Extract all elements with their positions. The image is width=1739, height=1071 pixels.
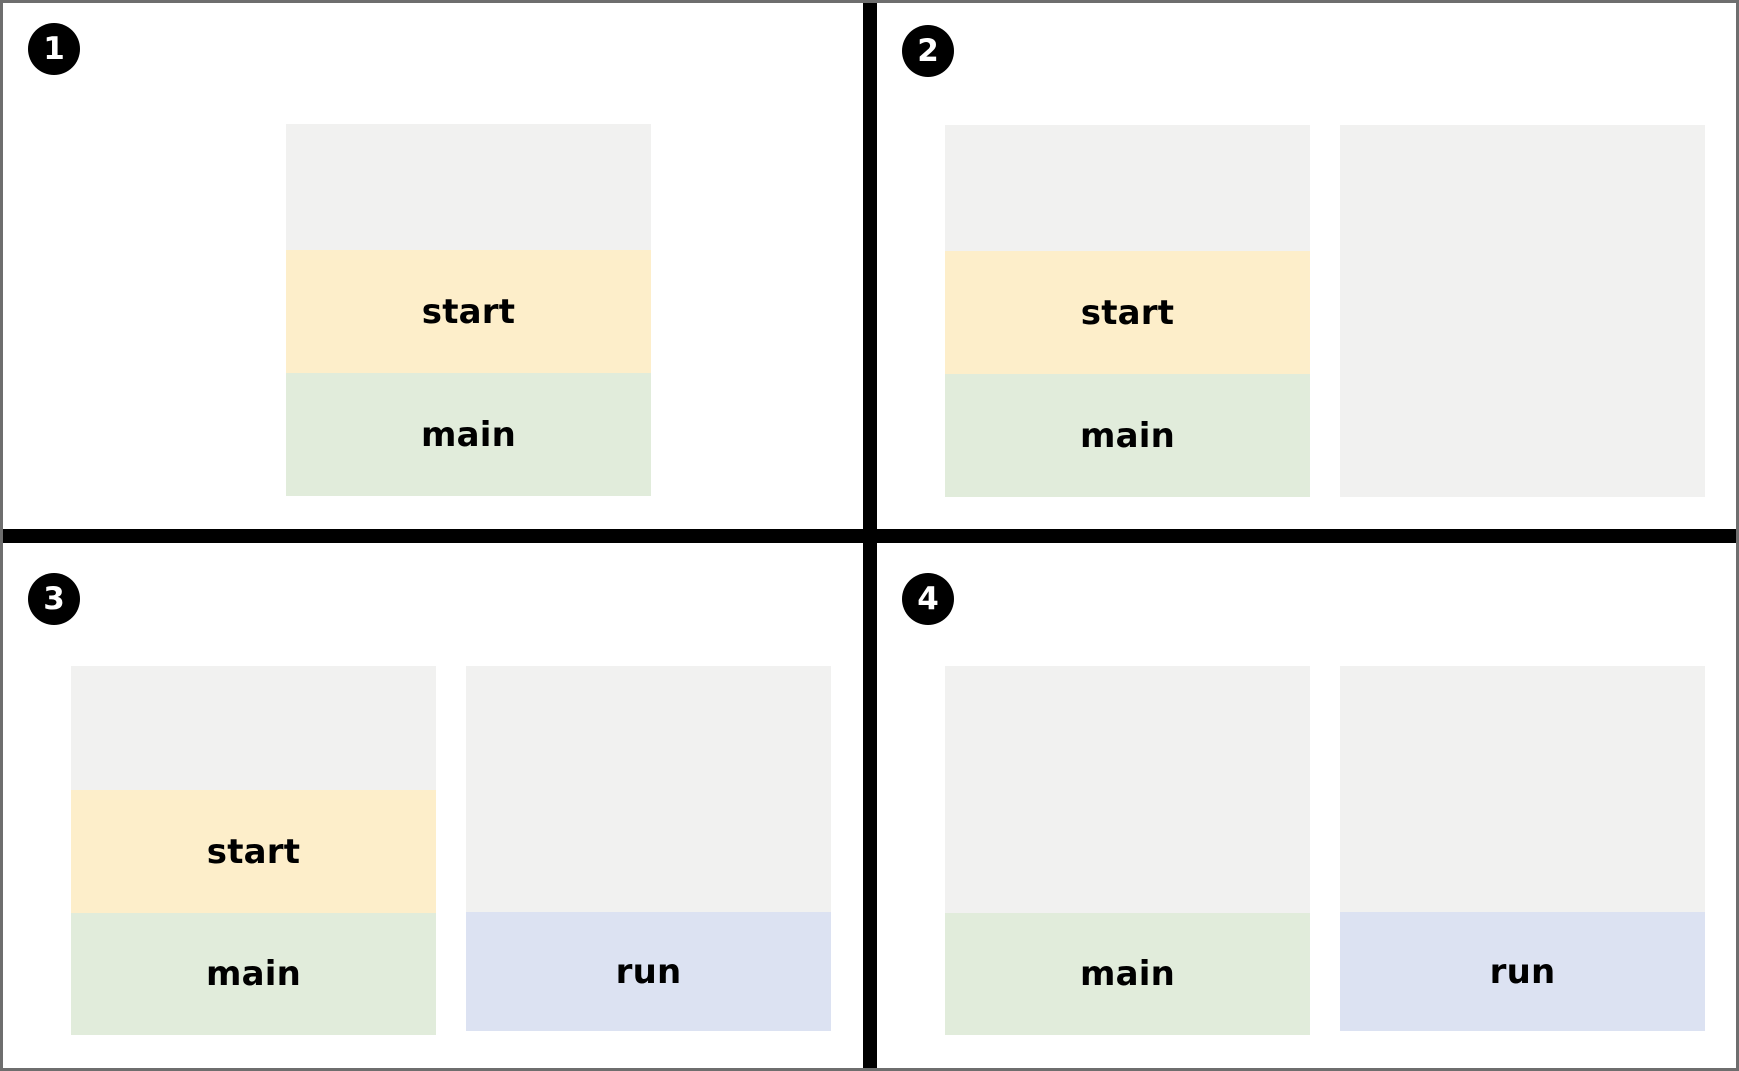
stack-frame-empty bbox=[945, 790, 1310, 913]
stack-frame-run: run bbox=[1340, 912, 1705, 1031]
stack-frame-empty bbox=[1340, 374, 1705, 497]
call-stack-b: run bbox=[466, 666, 831, 1031]
stack-frame-empty bbox=[286, 124, 651, 250]
stack-frame-empty bbox=[466, 789, 831, 912]
call-stack-b bbox=[1340, 125, 1705, 497]
call-stack-a: start main bbox=[71, 666, 436, 1035]
stack-frame-start: start bbox=[71, 790, 436, 913]
panel-divider-horizontal bbox=[3, 529, 1736, 543]
call-stack-b: run bbox=[1340, 666, 1705, 1031]
panel-4: 4 main run bbox=[877, 543, 1736, 1068]
stack-frame-empty bbox=[1340, 666, 1705, 789]
panel-3: 3 start main run bbox=[3, 543, 863, 1068]
call-stack-a: start main bbox=[945, 125, 1310, 497]
stack-frame-start: start bbox=[286, 250, 651, 373]
stack-frame-run: run bbox=[466, 912, 831, 1031]
panel-number-badge: 3 bbox=[28, 573, 80, 625]
panel-number-badge: 1 bbox=[28, 23, 80, 75]
panel-1: 1 start main bbox=[3, 3, 863, 529]
stack-frame-empty bbox=[71, 666, 436, 790]
call-stack-a: start main bbox=[286, 124, 651, 496]
stack-frame-main: main bbox=[71, 913, 436, 1035]
stack-frame-empty bbox=[466, 666, 831, 789]
stack-frame-empty bbox=[945, 125, 1310, 251]
stack-frame-empty bbox=[1340, 125, 1705, 251]
stack-frame-empty bbox=[1340, 789, 1705, 912]
call-stack-a: main bbox=[945, 666, 1310, 1035]
stack-frame-start: start bbox=[945, 251, 1310, 374]
stack-frame-empty bbox=[945, 666, 1310, 790]
panel-number-badge: 2 bbox=[902, 25, 954, 77]
panel-2: 2 start main bbox=[877, 3, 1736, 529]
stack-frame-main: main bbox=[286, 373, 651, 496]
panel-number-badge: 4 bbox=[902, 573, 954, 625]
stack-frame-main: main bbox=[945, 913, 1310, 1035]
stack-frame-main: main bbox=[945, 374, 1310, 497]
stack-frame-empty bbox=[1340, 251, 1705, 374]
